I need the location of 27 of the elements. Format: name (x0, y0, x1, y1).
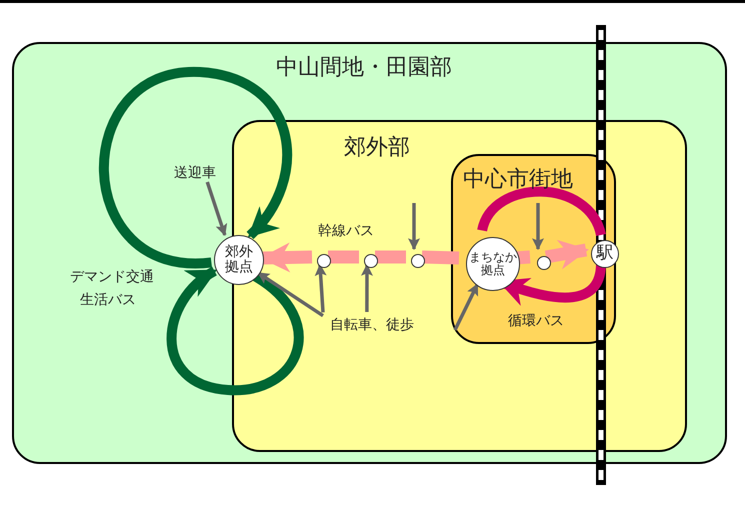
bus-stop-circle (411, 254, 425, 268)
region-title: 中心市街地 (463, 166, 573, 194)
service-label: デマンド交通 (70, 268, 154, 286)
hub-circle: 郊外拠点 (214, 235, 264, 285)
bus-stop-circle (364, 254, 378, 268)
arrow (532, 203, 544, 250)
route-arrow (99, 67, 292, 268)
arrow (408, 203, 420, 250)
route-arrow (260, 242, 312, 272)
route-arrow (166, 266, 304, 395)
edge-label: 循環バス (508, 312, 564, 330)
bus-stop-circle (537, 256, 551, 270)
bus-stop-circle (317, 254, 331, 268)
region-title: 郊外部 (344, 134, 410, 162)
arrow (257, 271, 324, 318)
route-arrow (544, 240, 589, 270)
service-label: 生活バス (80, 291, 136, 309)
arrow (360, 264, 373, 312)
arrow (453, 283, 479, 331)
caption-text: 自転車、徒歩 (327, 316, 417, 336)
arrow (314, 264, 327, 313)
area-region (12, 42, 727, 464)
caption-text: 送迎車 (165, 164, 225, 184)
hub-circle: まちなか拠点 (466, 237, 520, 291)
arrow (206, 181, 228, 236)
region-title: 中山間地・田園部 (276, 54, 452, 82)
edge-label: 幹線バス (318, 222, 374, 240)
